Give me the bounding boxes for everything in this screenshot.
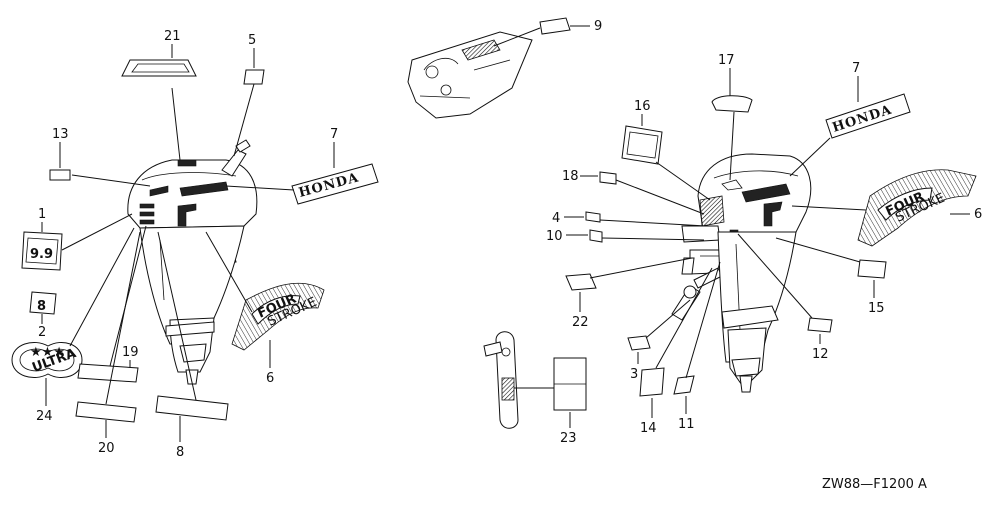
diagram-code: ZW88—F1200 A: [822, 477, 927, 492]
part-label-13: 13: [52, 127, 69, 142]
left-outboard-motor: [127, 139, 258, 385]
right-outboard-motor: [671, 153, 812, 393]
model-number-text: 9.9: [30, 247, 53, 262]
part-label-19: 19: [122, 345, 139, 360]
small-number-text: 8: [37, 299, 46, 314]
decal-1: 9.9: [21, 213, 133, 271]
part-label-15: 15: [868, 301, 885, 316]
part-label-18: 18: [562, 169, 579, 184]
decal-21: [121, 59, 197, 161]
decal-4: [585, 211, 707, 227]
engine-top-part: [407, 17, 571, 119]
part-label-14: 14: [640, 421, 657, 436]
part-label-6b: 6: [974, 207, 982, 222]
decal-11: [673, 261, 721, 395]
part-label-17: 17: [718, 53, 735, 68]
decal-10: [589, 229, 705, 243]
part-label-21: 21: [164, 29, 181, 44]
part-label-24: 24: [36, 409, 53, 424]
decal-18: [599, 171, 705, 215]
part-label-9: 9: [594, 19, 602, 34]
part-label-5: 5: [248, 33, 256, 48]
part-label-22: 22: [572, 315, 589, 330]
part-label-8: 8: [176, 445, 184, 460]
part-label-20: 20: [98, 441, 115, 456]
decal-12: [737, 233, 833, 333]
part-label-2: 2: [38, 325, 46, 340]
part-label-10: 10: [546, 229, 563, 244]
part-label-7b: 7: [852, 61, 860, 76]
decal-19: [77, 225, 147, 383]
part-label-11: 11: [678, 417, 695, 432]
part-label-3: 3: [630, 367, 638, 382]
decal-15: [775, 237, 887, 279]
honda-text-left: HONDA: [297, 170, 361, 200]
decal-6-four-stroke-right: FOUR STROKE: [791, 169, 977, 247]
part-label-1: 1: [38, 207, 46, 222]
decal-8: [155, 231, 229, 421]
decal-20: [75, 231, 141, 423]
decal-13: [49, 169, 151, 187]
decal-3: [627, 299, 691, 351]
part-label-16: 16: [634, 99, 651, 114]
decal-17: [711, 95, 753, 181]
ultra-stars-text: ★★★: [30, 345, 65, 360]
decal-7-honda-right: HONDA: [789, 93, 911, 177]
part-label-7: 7: [330, 127, 338, 142]
part-label-23: 23: [560, 431, 577, 446]
decal-16: [621, 125, 711, 201]
part-label-4: 4: [552, 211, 560, 226]
part-label-12: 12: [812, 347, 829, 362]
decal-2: 8: [29, 291, 57, 315]
decal-14: [639, 267, 713, 397]
decal-23-bracket: [483, 331, 587, 429]
decal-24-ultra-badge: ★★★ ULTRA: [11, 227, 135, 378]
part-number-labels: 21 5 13 7 1 2 24 19 20 8 6 9 17 7 16 18 …: [36, 19, 982, 460]
decal-5: [233, 69, 265, 157]
decal-22: [565, 257, 693, 291]
part-label-6: 6: [266, 371, 274, 386]
